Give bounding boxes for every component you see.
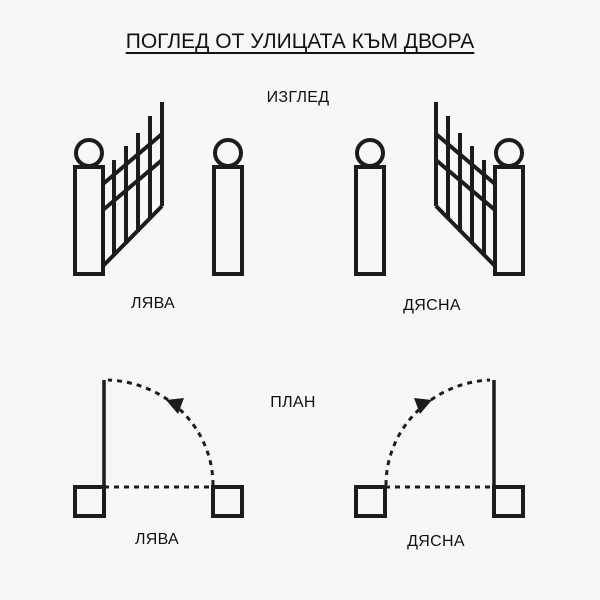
post-cap-icon xyxy=(213,138,243,168)
latch-post xyxy=(212,165,244,276)
gate-rail-top xyxy=(101,158,164,212)
post-cap-icon xyxy=(355,138,385,168)
gate-rail-bottom xyxy=(101,204,164,268)
gate-rail-bottom xyxy=(434,204,497,268)
hinge-post-plan xyxy=(73,485,106,518)
latch-post-plan xyxy=(211,485,244,518)
swing-arc xyxy=(384,378,491,486)
swing-arrow-icon xyxy=(414,398,432,414)
plan-left-gate xyxy=(73,378,244,518)
latch-post-plan xyxy=(354,485,387,518)
plan-label: ПЛАН xyxy=(270,394,316,411)
page-title: ПОГЛЕД ОТ УЛИЦАТА КЪМ ДВОРА xyxy=(125,30,475,53)
swing-arrow-icon xyxy=(166,398,184,414)
hinge-post xyxy=(493,165,525,276)
gate-rail-top xyxy=(434,158,497,212)
elevation-left-label: ЛЯВА xyxy=(130,295,176,312)
plan-left-label: ЛЯВА xyxy=(134,531,180,548)
swing-arc xyxy=(107,378,215,486)
hinge-post-plan xyxy=(492,485,525,518)
post-cap-icon xyxy=(74,138,104,168)
gate-rail-mid xyxy=(101,132,164,186)
latch-post xyxy=(354,165,386,276)
post-cap-icon xyxy=(494,138,524,168)
plan-right-gate xyxy=(354,378,525,518)
elevation-label: ИЗГЛЕД xyxy=(266,89,330,106)
elevation-right-gate xyxy=(354,102,525,276)
hinge-post xyxy=(73,165,105,276)
plan-right-label: ДЯСНА xyxy=(407,533,465,550)
gate-rail-mid xyxy=(434,132,497,186)
elevation-left-gate xyxy=(73,102,244,276)
elevation-right-label: ДЯСНА xyxy=(403,297,461,314)
